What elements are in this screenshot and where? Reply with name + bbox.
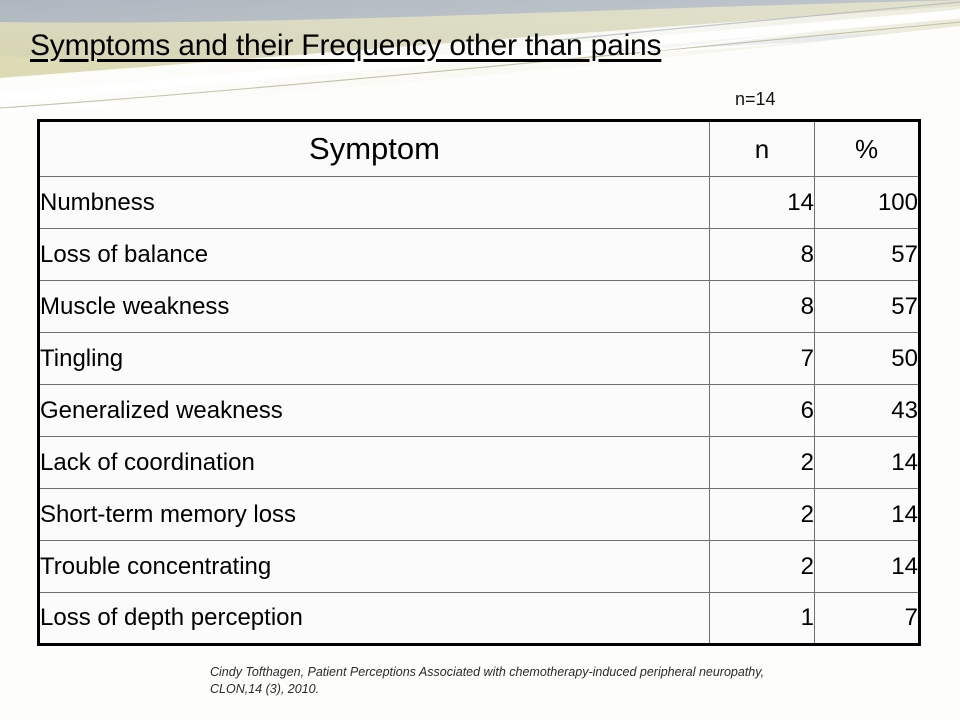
table-row: Muscle weakness 8 57 [38, 280, 920, 333]
cell-percent: 100 [814, 176, 920, 229]
column-header-symptom: Symptom [38, 120, 710, 177]
header-swoosh-ribbon [0, 0, 960, 132]
cell-n: 8 [709, 228, 815, 281]
cell-symptom: Generalized weakness [38, 384, 710, 437]
cell-symptom: Short-term memory loss [38, 488, 710, 541]
cell-symptom: Lack of coordination [38, 436, 710, 489]
table-row: Trouble concentrating 2 14 [38, 540, 920, 593]
sample-size-note: n=14 [735, 89, 776, 109]
table-header: Symptom n % [38, 120, 920, 177]
page-title: Symptoms and their Frequency other than … [30, 29, 662, 62]
symptom-frequency-table-wrapper: Symptom n % Numbness 14 100 Loss of bala… [37, 119, 921, 646]
cell-symptom: Loss of balance [38, 228, 710, 281]
cell-percent: 14 [814, 488, 920, 541]
cell-symptom: Tingling [38, 332, 710, 385]
table-row: Tingling 7 50 [38, 332, 920, 385]
table-row: Loss of depth perception 1 7 [38, 592, 920, 645]
cell-symptom: Trouble concentrating [38, 540, 710, 593]
citation: Cindy Tofthagen, Patient Perceptions Ass… [210, 664, 910, 698]
cell-n: 7 [709, 332, 815, 385]
cell-percent: 7 [814, 592, 920, 645]
cell-n: 2 [709, 540, 815, 593]
cell-n: 1 [709, 592, 815, 645]
cell-n: 8 [709, 280, 815, 333]
cell-percent: 14 [814, 540, 920, 593]
cell-symptom: Numbness [38, 176, 710, 229]
cell-percent: 50 [814, 332, 920, 385]
symptom-frequency-table: Symptom n % Numbness 14 100 Loss of bala… [37, 119, 921, 646]
column-header-percent: % [814, 120, 920, 177]
cell-percent: 57 [814, 228, 920, 281]
table-header-row: Symptom n % [38, 120, 920, 177]
cell-n: 2 [709, 436, 815, 489]
cell-percent: 43 [814, 384, 920, 437]
column-header-n: n [709, 120, 815, 177]
cell-symptom: Loss of depth perception [38, 592, 710, 645]
table-row: Loss of balance 8 57 [38, 228, 920, 281]
table-body: Numbness 14 100 Loss of balance 8 57 Mus… [38, 176, 920, 645]
table-row: Numbness 14 100 [38, 176, 920, 229]
cell-n: 14 [709, 176, 815, 229]
table-row: Generalized weakness 6 43 [38, 384, 920, 437]
cell-percent: 57 [814, 280, 920, 333]
cell-symptom: Muscle weakness [38, 280, 710, 333]
cell-n: 2 [709, 488, 815, 541]
citation-line-2: CLON,14 (3), 2010. [210, 682, 320, 696]
citation-line-1: Cindy Tofthagen, Patient Perceptions Ass… [210, 665, 765, 679]
cell-n: 6 [709, 384, 815, 437]
cell-percent: 14 [814, 436, 920, 489]
table-row: Short-term memory loss 2 14 [38, 488, 920, 541]
table-row: Lack of coordination 2 14 [38, 436, 920, 489]
